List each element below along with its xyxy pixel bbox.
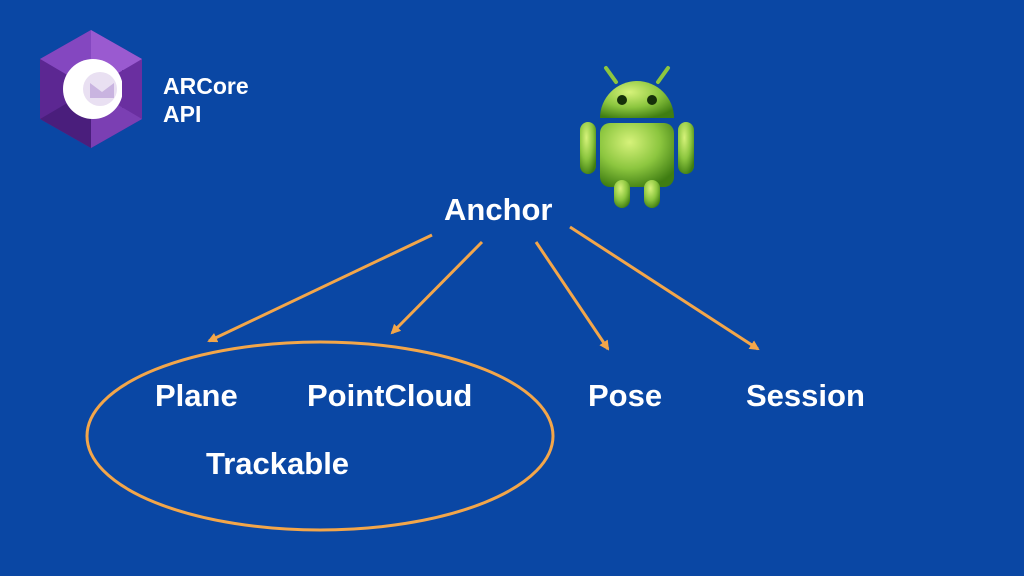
arrow-anchor-to-plane	[207, 233, 433, 343]
brand-line-2: API	[163, 101, 202, 127]
android-robot-icon	[580, 66, 694, 208]
brand-line-1: ARCore	[163, 73, 249, 99]
node-anchor: Anchor	[444, 192, 553, 227]
node-pose: Pose	[588, 378, 663, 413]
group-label-trackable: Trackable	[206, 446, 350, 481]
node-pointcloud: PointCloud	[307, 378, 473, 413]
arrow-anchor-to-session	[569, 225, 760, 351]
brand-label: ARCore API	[163, 72, 249, 128]
node-plane: Plane	[155, 378, 238, 413]
arrow-anchor-to-pointcloud	[390, 240, 484, 335]
node-session: Session	[746, 378, 865, 413]
arrow-anchor-to-pose	[534, 241, 610, 351]
trackable-group-outline	[85, 340, 555, 532]
arcore-logo-icon	[40, 30, 142, 148]
